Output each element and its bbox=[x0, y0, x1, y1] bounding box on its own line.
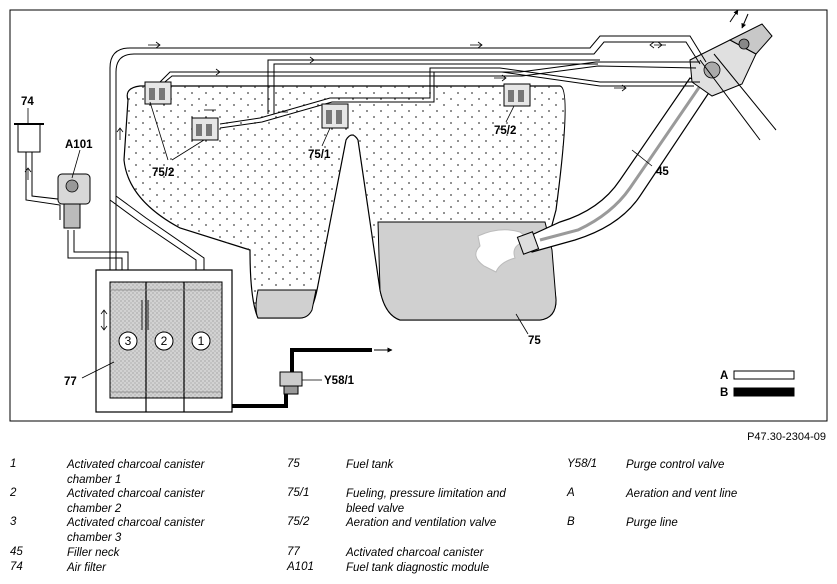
legend-value: Activated charcoal canister chamber 3 bbox=[67, 517, 205, 544]
valve-75-2-left-b bbox=[191, 117, 219, 141]
chamber-3-number: 3 bbox=[125, 334, 132, 348]
legend-key: 2 bbox=[10, 487, 17, 499]
label-A101: A101 bbox=[65, 139, 93, 151]
legend-key: A bbox=[567, 487, 575, 499]
air-filter bbox=[14, 123, 44, 153]
legend-key: B bbox=[567, 516, 575, 528]
diagram-frame bbox=[9, 9, 828, 422]
label-75-1: 75/1 bbox=[308, 149, 331, 161]
legend-value: Filler neck bbox=[67, 547, 120, 559]
legend-key: 45 bbox=[10, 546, 23, 558]
filler-neck bbox=[516, 9, 777, 255]
chamber-2-marker bbox=[154, 331, 174, 351]
legend-value: Activated charcoal canister chamber 2 bbox=[67, 488, 205, 515]
key-swatch-purge bbox=[733, 387, 795, 397]
fuel-splash bbox=[475, 229, 532, 273]
chamber-1-marker bbox=[191, 331, 211, 351]
flow-arrows bbox=[24, 41, 666, 180]
label-45: 45 bbox=[656, 166, 669, 178]
label-77: 77 bbox=[64, 376, 77, 388]
legend-key: 1 bbox=[10, 458, 17, 470]
figure-reference: P47.30-2304-09 bbox=[747, 431, 826, 443]
key-label-B: B bbox=[720, 387, 728, 399]
filler-head bbox=[689, 23, 773, 97]
label-74: 74 bbox=[21, 96, 34, 108]
label-Y58-1: Y58/1 bbox=[324, 375, 355, 387]
legend-key: 75 bbox=[287, 458, 300, 470]
chamber-1-number: 1 bbox=[198, 334, 205, 348]
legend-value: Fuel tank bbox=[346, 459, 394, 471]
chamber-3-marker bbox=[118, 331, 138, 351]
legend-key: 75/1 bbox=[287, 487, 310, 499]
legend-value: Aeration and vent line bbox=[626, 488, 738, 500]
legend-value: Activated charcoal canister chamber 1 bbox=[67, 459, 205, 486]
aeration-vent-lines bbox=[25, 35, 707, 278]
legend-key: 3 bbox=[10, 516, 17, 528]
key-swatch-aeration bbox=[733, 370, 795, 380]
label-75: 75 bbox=[528, 335, 541, 347]
fuel-liquid-left bbox=[255, 289, 317, 319]
leader-lines bbox=[27, 101, 653, 381]
fuel-tank bbox=[123, 85, 566, 321]
legend-key: 75/2 bbox=[287, 516, 310, 528]
line-type-key: A B bbox=[720, 370, 795, 399]
purge-lines bbox=[232, 347, 393, 408]
key-label-A: A bbox=[720, 370, 728, 382]
legend-key: 77 bbox=[287, 546, 300, 558]
legend-value: Fuel tank diagnostic module bbox=[346, 562, 490, 574]
legend-value: Purge line bbox=[626, 517, 678, 529]
legend-value: Aeration and ventilation valve bbox=[346, 517, 497, 529]
valve-75-1 bbox=[321, 103, 349, 129]
valve-75-2-left-a bbox=[144, 81, 172, 105]
valve-75-2-right bbox=[503, 83, 531, 107]
legend-value: Air filter bbox=[67, 562, 106, 574]
legend-key: Y58/1 bbox=[567, 458, 598, 470]
legend-value: Purge control valve bbox=[626, 459, 725, 471]
tank-diagnostic-module bbox=[57, 173, 91, 229]
chamber-2-number: 2 bbox=[161, 334, 168, 348]
label-75-2-right: 75/2 bbox=[494, 125, 516, 137]
legend-key: A101 bbox=[287, 561, 314, 573]
legend-value: Activated charcoal canister bbox=[346, 547, 484, 559]
legend-value: Fueling, pressure limitation and bleed v… bbox=[346, 488, 506, 515]
purge-control-valve bbox=[279, 371, 303, 395]
label-75-2-left: 75/2 bbox=[152, 167, 174, 179]
legend-key: 74 bbox=[10, 561, 23, 573]
